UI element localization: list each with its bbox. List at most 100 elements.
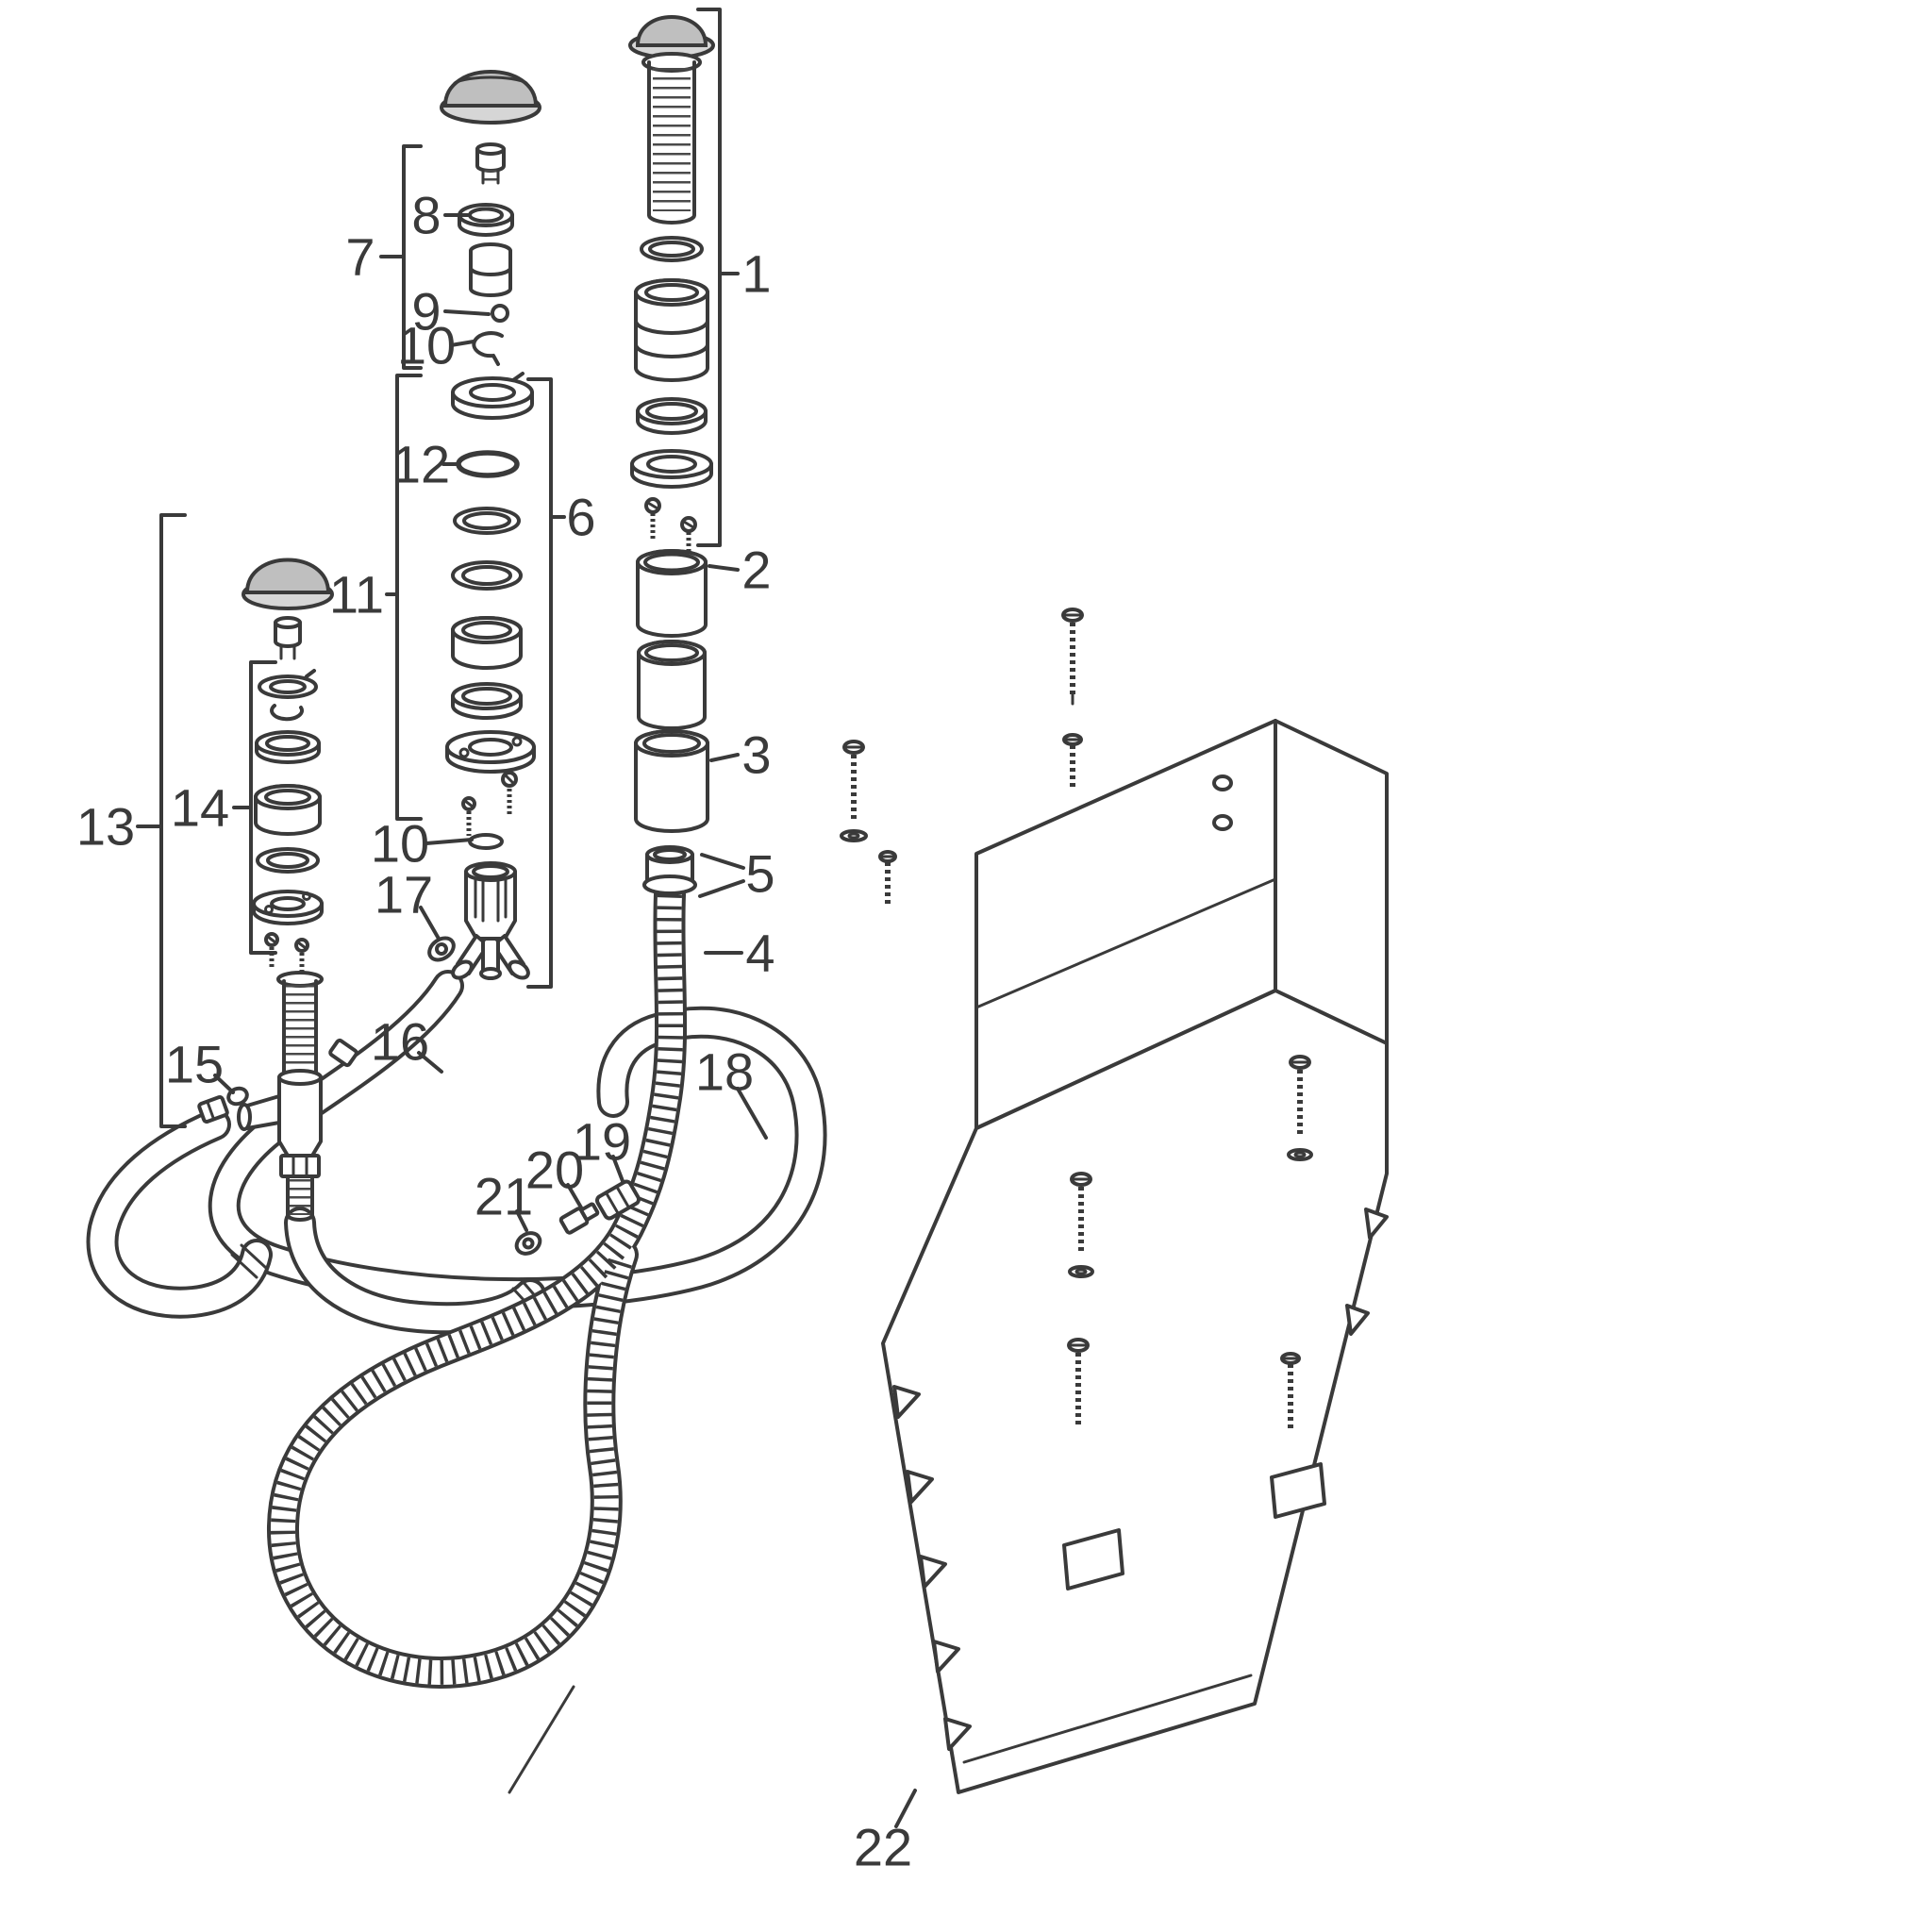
handle-assembly-13 [197, 558, 358, 1222]
callout-2: 2 [741, 541, 771, 600]
bracket-line-6 [526, 377, 566, 989]
washer [453, 507, 521, 535]
callout-11: 11 [329, 565, 384, 625]
bracket-line-1 [696, 8, 740, 547]
bracket-line-11 [385, 374, 423, 821]
flanged-ring [451, 372, 534, 420]
fitting-19 [595, 1179, 641, 1221]
leader-21 [515, 1209, 528, 1232]
valve-body [427, 861, 530, 980]
callout-20: 20 [525, 1141, 584, 1200]
callout-14: 14 [171, 778, 229, 838]
o-ring [640, 236, 704, 262]
nut [475, 142, 506, 185]
leader-5 [698, 853, 745, 898]
ring-stack [634, 278, 709, 382]
leader-22 [894, 1789, 917, 1828]
bracket-hole [1212, 774, 1233, 791]
callout-4: 4 [745, 924, 774, 983]
callout-10-upper: 10 [397, 316, 456, 375]
bracket-line-14 [232, 660, 277, 955]
screw [264, 932, 279, 970]
callout-17: 17 [375, 865, 433, 924]
stack-14 [252, 669, 324, 975]
callout-13: 13 [76, 797, 135, 857]
screw [1062, 733, 1083, 791]
callout-12: 12 [391, 435, 450, 494]
callout-15: 15 [165, 1035, 224, 1094]
screw [1067, 1338, 1090, 1424]
leader-9 [443, 309, 491, 316]
screw [294, 938, 309, 975]
callout-8: 8 [411, 186, 441, 245]
leader-3 [709, 753, 740, 762]
callout-7: 7 [345, 227, 375, 287]
swivel-nut-17 [427, 936, 456, 962]
leader-16 [417, 1051, 443, 1074]
screw [1287, 1055, 1313, 1161]
washer [840, 829, 868, 842]
callout-labels: 7 8 9 10 1 12 6 11 2 3 13 14 10 17 5 4 1… [76, 186, 912, 1877]
mounting-bracket-22 [881, 719, 1389, 1794]
callout-22: 22 [854, 1818, 912, 1877]
washer [636, 397, 708, 435]
cap-dome [244, 558, 331, 594]
sleeve-3 [634, 729, 709, 833]
bracket-tab [892, 1385, 921, 1419]
screw [1280, 1352, 1301, 1432]
screw [644, 497, 661, 541]
spacer-ring [451, 616, 523, 670]
cap-highlight [453, 75, 528, 85]
callout-3: 3 [741, 725, 771, 785]
tee-valve [237, 1038, 358, 1222]
bracket-tab [943, 1717, 972, 1751]
washer [451, 682, 523, 720]
hose-tee-supply [284, 1207, 546, 1335]
callout-5: 5 [745, 844, 774, 904]
callout-9: 9 [411, 282, 441, 341]
threaded-tube [276, 971, 324, 1075]
hose-connector-5 [642, 845, 697, 895]
bracket-square-tab [1062, 1528, 1124, 1591]
riser-assembly-1 [628, 15, 715, 560]
bracket-tab [1345, 1304, 1370, 1336]
washer [256, 847, 320, 874]
bracket-tab [906, 1470, 934, 1504]
sleeve-2 [636, 549, 708, 638]
callout-21: 21 [475, 1167, 533, 1226]
bracket-tab [1364, 1208, 1389, 1240]
callout-10-lower: 10 [371, 814, 429, 874]
bracket-line-7 [379, 144, 423, 370]
hose-cut-mark [230, 1243, 268, 1279]
nut [274, 616, 302, 660]
leader-19 [611, 1155, 625, 1183]
bracket-crease [974, 877, 1277, 1009]
screw [1068, 1172, 1094, 1278]
bracket-tab [919, 1555, 947, 1589]
sleeve [637, 640, 707, 730]
hose-cut-mark [508, 1685, 575, 1794]
leader-18 [736, 1087, 768, 1140]
bracket-tab [932, 1640, 960, 1674]
mounting-screws-bottom [1067, 1055, 1313, 1432]
leader-15 [213, 1074, 235, 1094]
callout-19: 19 [573, 1112, 631, 1172]
c-clip-10 [472, 331, 504, 366]
side-fitting [328, 1038, 358, 1068]
leader-20 [566, 1183, 583, 1209]
callout-leaders [213, 213, 917, 1828]
bracket-line-13 [136, 513, 187, 1128]
bracket-apron [881, 989, 1389, 1794]
hose-left-supply [86, 1108, 273, 1319]
hose-4-corrugated [266, 878, 688, 1794]
bracket-flange-line [962, 1674, 1253, 1764]
leader-17 [419, 906, 441, 941]
callout-18: 18 [695, 1042, 754, 1102]
cartridge-stack-6 [445, 372, 536, 850]
fitting-15 [197, 1086, 249, 1124]
screw [501, 771, 518, 815]
mounting-screws-top [840, 608, 1084, 908]
bracket-hole [1212, 814, 1233, 831]
